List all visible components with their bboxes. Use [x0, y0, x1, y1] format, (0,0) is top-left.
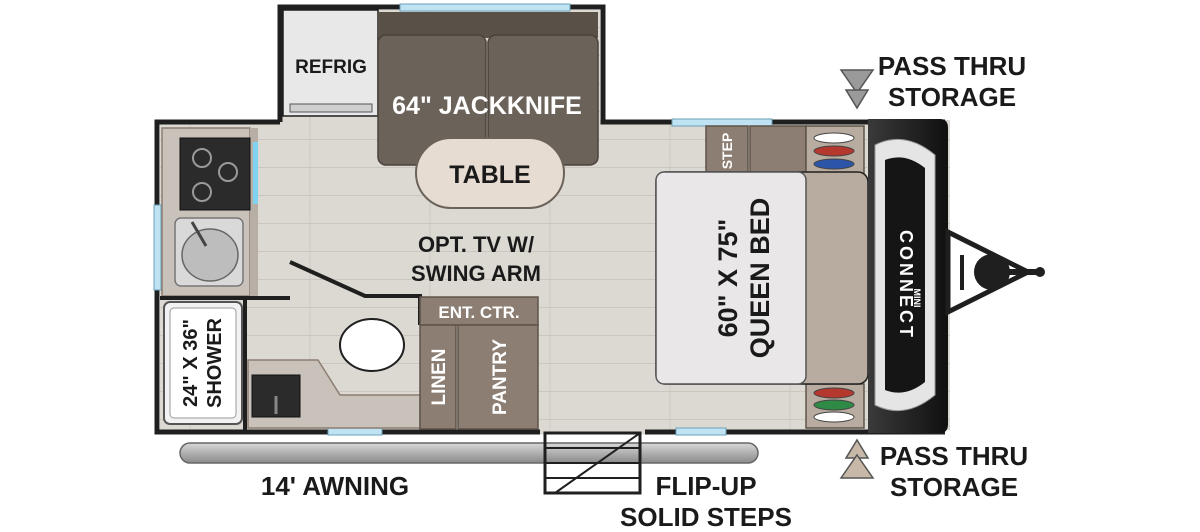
bedroom-cabinets [749, 125, 865, 429]
storage-top-line1: PASS THRU [878, 51, 1026, 81]
ent-ctr-label: ENT. CTR. [438, 303, 519, 322]
refrig-label: REFRIG [295, 57, 367, 78]
storage-bottom-line1: PASS THRU [880, 441, 1028, 471]
hitch-tongue [945, 227, 1045, 317]
flip-up-steps: FLIP-UP SOLID STEPS [543, 431, 792, 532]
front-cap: CONNECT MINI [868, 119, 948, 433]
arrow-up-icon [839, 438, 875, 479]
step-label: STEP [719, 133, 735, 170]
toilet-icon [339, 318, 405, 372]
pantry: PANTRY [457, 324, 539, 430]
tv-label-line1: OPT. TV W/ [418, 232, 534, 257]
jackknife-label: 64" JACKKNIFE [392, 92, 582, 120]
tv-label-line2: SWING ARM [411, 261, 541, 286]
bed-step: STEP [705, 125, 749, 177]
arrow-down-icon [839, 69, 875, 110]
queen-bed: 60" X 75" QUEEN BED [655, 171, 869, 385]
storage-bottom-line2: STORAGE [890, 472, 1018, 502]
shower: 24" X 36" SHOWER [163, 301, 243, 425]
linen-cabinet: LINEN [419, 324, 457, 430]
tv-note: OPT. TV W/ SWING ARM [411, 232, 541, 286]
entertainment-center: ENT. CTR. [419, 296, 539, 326]
reading-lights-top [813, 132, 855, 170]
brand-logo: CONNECT [896, 230, 916, 340]
jackknife-sofa: 64" JACKKNIFE [377, 12, 599, 166]
pass-thru-storage-top: PASS THRU STORAGE [839, 51, 1026, 112]
kitchen-counter [161, 127, 258, 297]
steps-label-line1: FLIP-UP [655, 471, 756, 501]
reading-lights-bottom [813, 387, 855, 423]
storage-top-line2: STORAGE [888, 82, 1016, 112]
linen-label: LINEN [429, 349, 450, 406]
cooktop-icon [179, 137, 258, 211]
pass-thru-storage-bottom: PASS THRU STORAGE [839, 438, 1028, 502]
sink-icon [174, 217, 244, 287]
shower-size-label: 24" X 36" [180, 319, 202, 407]
shower-label: SHOWER [204, 317, 226, 408]
queen-bed-label: QUEEN BED [745, 198, 775, 359]
queen-bed-size-label: 60" X 75" [713, 219, 743, 338]
dinette-table: TABLE [415, 137, 565, 209]
awning-label: 14' AWNING [261, 471, 409, 501]
refrigerator: REFRIG [282, 9, 379, 117]
table-label: TABLE [449, 161, 530, 189]
steps-label-line2: SOLID STEPS [620, 502, 792, 532]
bath-vanity [247, 359, 421, 429]
brand-logo-sub: MINI [912, 289, 922, 308]
pantry-label: PANTRY [490, 339, 511, 415]
